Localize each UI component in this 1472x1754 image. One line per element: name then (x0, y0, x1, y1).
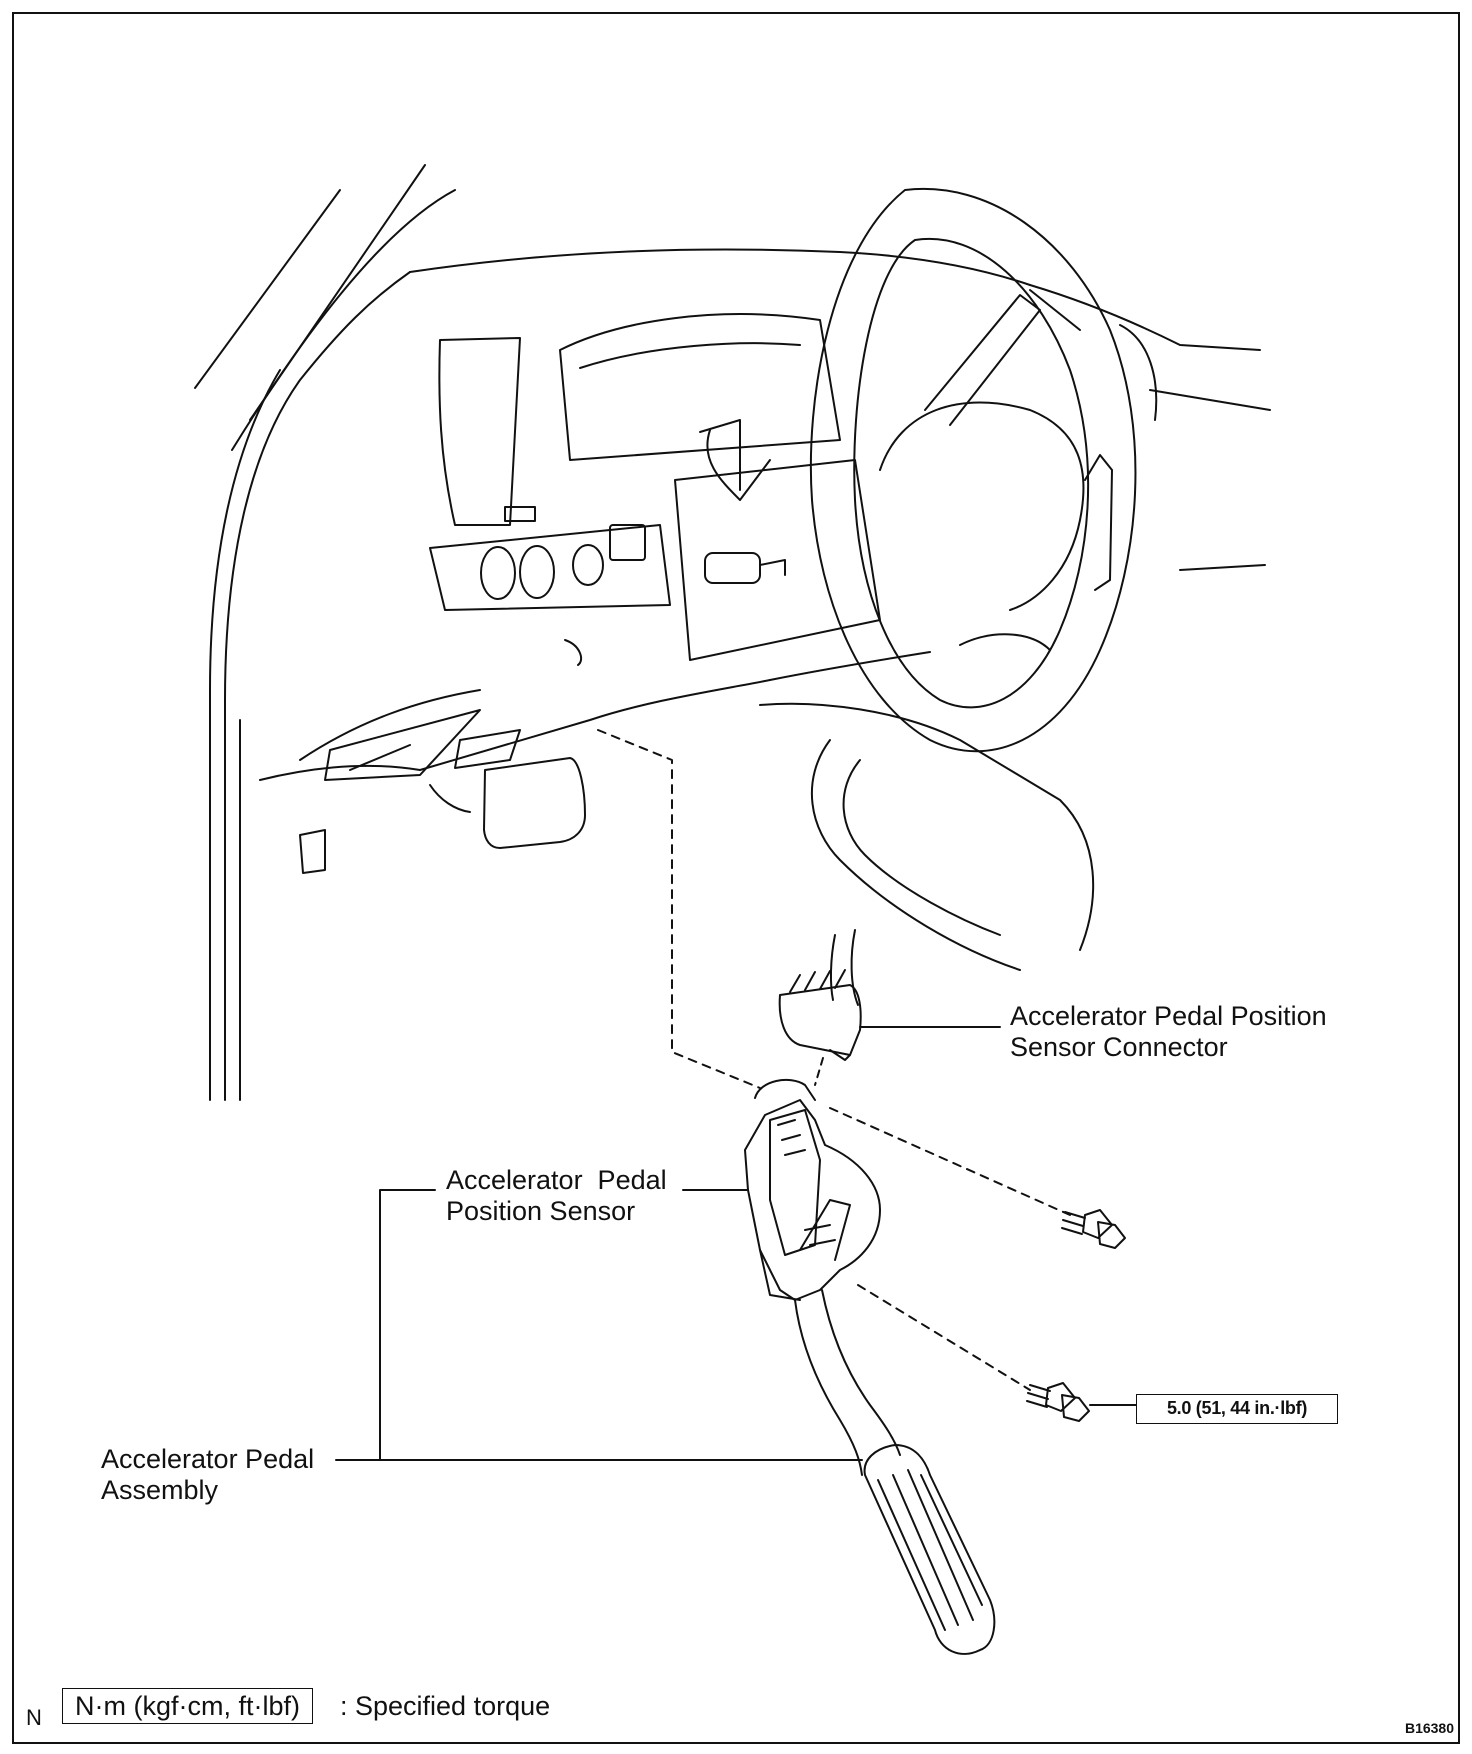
connector-label-line-2: Sensor Connector (1010, 1032, 1228, 1062)
steering-wheel (809, 187, 1158, 753)
dashboard (259, 248, 1271, 813)
corner-mark: N (26, 1705, 42, 1730)
sensor-label: Accelerator Pedal Position Sensor (446, 1165, 667, 1227)
bolt-upper (1061, 1209, 1126, 1249)
torque-unit-legend-box: N·m (kgf·cm, ft·lbf) (62, 1688, 313, 1724)
bolt-lower (1026, 1382, 1090, 1422)
a-pillar (194, 164, 456, 1101)
torque-legend-text: : Specified torque (340, 1691, 551, 1721)
assembly-label-line-1: Accelerator Pedal (101, 1444, 315, 1474)
diagram-frame (12, 12, 1460, 1744)
connector-harness (778, 929, 1001, 1086)
figure-code: B16380 (1404, 1720, 1454, 1736)
installation-dashes (597, 729, 1071, 1391)
connector-label-line-1: Accelerator Pedal Position (1010, 1001, 1327, 1031)
leader-lines (335, 1189, 1137, 1461)
steering-column-cover (759, 702, 1095, 971)
sensor-label-line-1: Accelerator Pedal (446, 1165, 667, 1195)
pedal-assembly (744, 1078, 996, 1655)
torque-spec-box: 5.0 (51, 44 in.·lbf) (1136, 1394, 1338, 1424)
connector-label: Accelerator Pedal Position Sensor Connec… (1010, 1001, 1327, 1063)
assembly-label-line-2: Assembly (101, 1475, 219, 1505)
brake-pedal (299, 757, 586, 874)
sensor-label-line-2: Position Sensor (446, 1196, 636, 1226)
assembly-label: Accelerator Pedal Assembly (101, 1444, 314, 1506)
